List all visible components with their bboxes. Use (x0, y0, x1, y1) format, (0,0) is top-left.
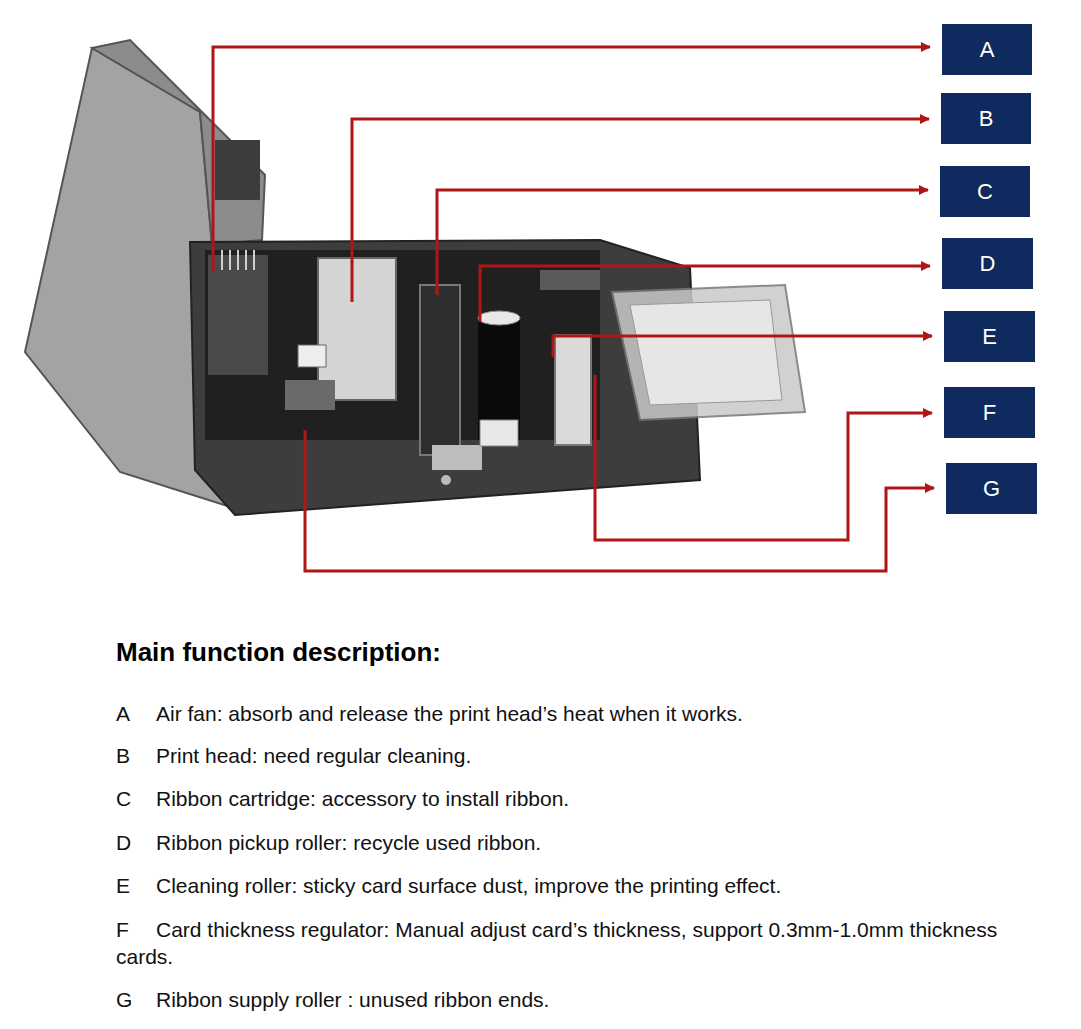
item-description: Ribbon cartridge: accessory to install r… (116, 785, 1031, 812)
callout-letter: G (983, 476, 1000, 502)
callout-box: B (941, 93, 1031, 144)
callout-letter: C (977, 179, 993, 205)
section-title: Main function description: (116, 637, 441, 668)
callout-letter: E (982, 324, 997, 350)
item-description: Ribbon supply roller : unused ribbon end… (116, 986, 1031, 1013)
item-description: Cleaning roller: sticky card surface dus… (116, 872, 1031, 899)
item-letter: C (116, 785, 131, 812)
leader-line (213, 47, 934, 571)
item-letter: B (116, 742, 130, 769)
callout-letter: A (980, 37, 995, 63)
item-letter: E (116, 872, 130, 899)
item-description: Air fan: absorb and release the print he… (116, 700, 1031, 727)
item-letter: A (116, 700, 130, 727)
item-description: Print head: need regular cleaning. (116, 742, 1031, 769)
callout-box: G (946, 463, 1037, 514)
item-description: Card thickness regulator: Manual adjust … (116, 916, 1031, 970)
item-letter: F (116, 916, 129, 943)
callout-letter: F (983, 400, 996, 426)
callout-letter: D (980, 251, 996, 277)
callout-box: E (944, 311, 1035, 362)
item-letter: D (116, 829, 131, 856)
item-description: Ribbon pickup roller: recycle used ribbo… (116, 829, 1031, 856)
callout-box: F (944, 387, 1035, 438)
callout-letter: B (979, 106, 994, 132)
callout-box: D (942, 238, 1033, 289)
callout-box: C (940, 166, 1030, 217)
item-letter: G (116, 986, 132, 1013)
callout-box: A (942, 24, 1032, 75)
